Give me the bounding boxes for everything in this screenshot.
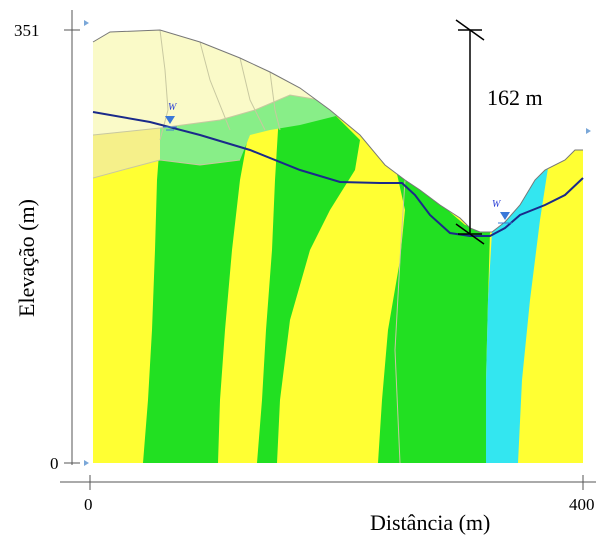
right-edge-marker [586, 128, 591, 134]
x-tick-label-left: 0 [84, 495, 93, 514]
water-table-line [92, 111, 584, 237]
ground-surface-line [92, 29, 583, 233]
green-unit-2 [257, 90, 360, 463]
cyan-unit [486, 168, 548, 463]
water-symbol-label-2: W [492, 199, 502, 210]
green-unit-3 [378, 165, 490, 463]
x-tick-label-right: 400 [569, 495, 595, 514]
pale-yellow-strip [93, 128, 160, 178]
cream-unit [93, 30, 320, 135]
height-annotation-label: 162 m [487, 85, 543, 110]
light-green-unit [160, 95, 340, 165]
height-annotation [455, 19, 485, 245]
water-table-marker-2: W [492, 199, 512, 224]
water-symbol-label-1: W [168, 102, 178, 113]
y-axis-marker-bottom [84, 460, 89, 466]
y-tick-label-top: 351 [14, 21, 40, 40]
y-axis-marker-top [84, 20, 89, 26]
x-axis-title: Distância (m) [370, 510, 490, 535]
y-axis-title: Elevação (m) [14, 199, 39, 317]
axes [60, 10, 596, 490]
green-unit-1 [143, 125, 250, 463]
water-table-marker-1: W [163, 102, 178, 131]
y-tick-label-bottom: 0 [50, 454, 59, 473]
unit-boundaries [93, 30, 406, 463]
